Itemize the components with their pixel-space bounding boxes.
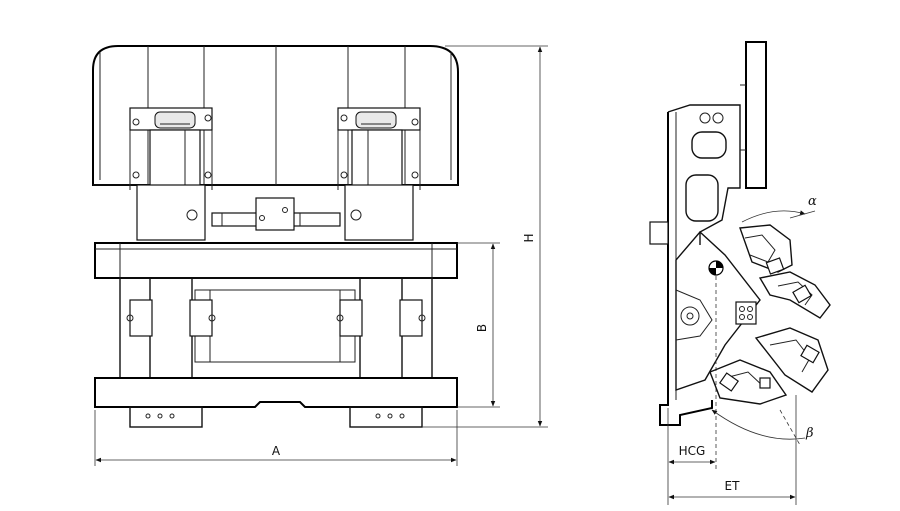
dimension-a: A	[94, 410, 458, 466]
dimension-a-label: A	[272, 444, 281, 458]
dimension-h: H	[422, 45, 548, 428]
dimension-b-label: B	[475, 324, 489, 332]
side-view: α β HCG ET	[649, 41, 831, 505]
center-of-gravity-marker	[708, 260, 724, 470]
dimension-et-label: ET	[725, 479, 741, 493]
angle-alpha-label: α	[808, 194, 817, 209]
dimension-b: B	[457, 242, 500, 408]
plate-slots	[685, 112, 727, 222]
upper-fork-arms	[739, 224, 831, 319]
dimension-hcg: HCG	[667, 408, 716, 505]
triangular-body	[675, 230, 761, 391]
bottom-plate	[94, 377, 458, 428]
angle-alpha: α	[741, 194, 817, 223]
carriage-plate	[94, 242, 458, 279]
angle-beta: β	[711, 409, 814, 446]
dimension-hcg-label: HCG	[679, 444, 706, 458]
front-view: A B H	[92, 45, 548, 466]
left-cylinder	[129, 107, 213, 241]
right-cylinder	[337, 107, 421, 241]
center-valve	[211, 197, 341, 231]
pivot-block	[735, 301, 757, 325]
fork-upright	[740, 41, 767, 189]
lower-fork-arms	[709, 327, 829, 405]
angle-beta-label: β	[805, 426, 814, 441]
dimension-et: ET	[668, 395, 797, 505]
mast-frame	[119, 277, 433, 379]
dimension-h-label: H	[522, 233, 536, 242]
